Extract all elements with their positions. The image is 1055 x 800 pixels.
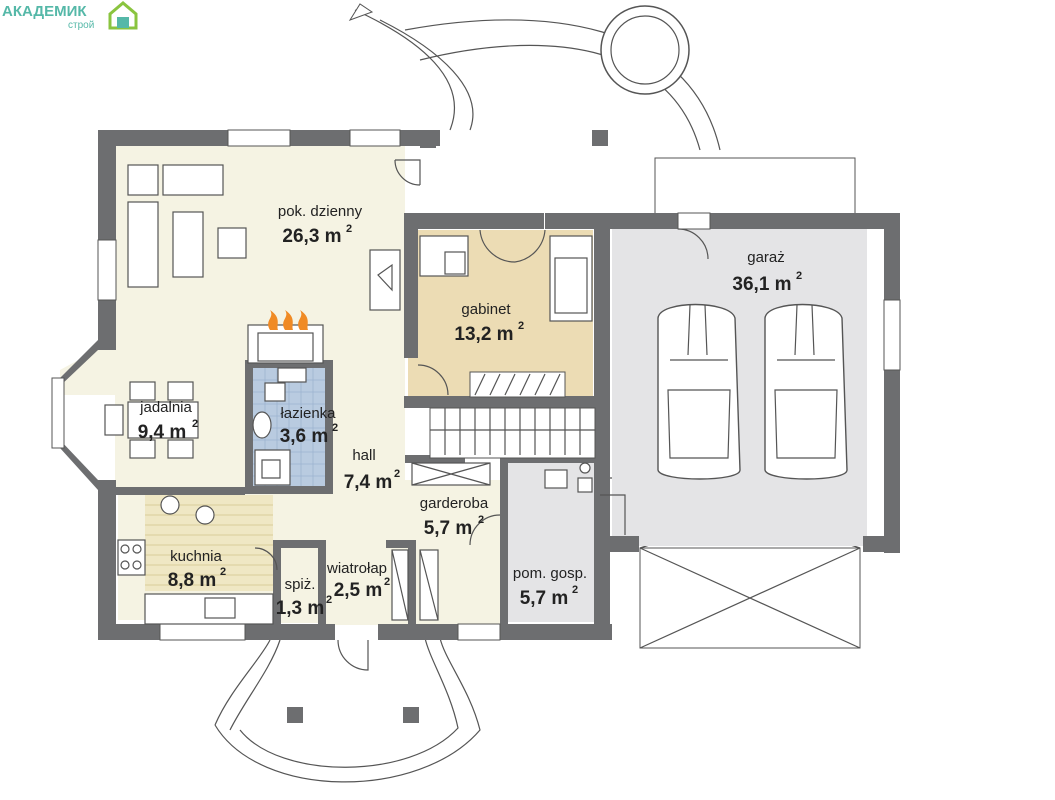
stairs [429, 371, 596, 459]
living-furniture [127, 164, 401, 364]
room-area: 7,4 m [344, 472, 393, 493]
room-label-wiatrolap: wiatrołap 2,5 m 2 [326, 560, 390, 601]
room-label-garaz: garaż 36,1 m 2 [732, 249, 802, 295]
room-name: wiatrołap [326, 560, 387, 577]
room-name: jadalnia [139, 399, 192, 416]
logo: АКАДЕМИК строй [2, 1, 138, 31]
top-terrace [348, 3, 856, 217]
car-icon-left [657, 303, 741, 480]
room-name: gabinet [461, 301, 511, 318]
room-area-sup: 2 [518, 320, 524, 332]
study-furniture [419, 235, 593, 322]
room-area-sup: 2 [796, 270, 802, 282]
room-name: łazienka [280, 405, 336, 422]
room-area-sup: 2 [478, 514, 484, 526]
room-name: hall [352, 447, 375, 464]
room-area-sup: 2 [572, 584, 578, 596]
room-label-pok-dzienny: pok. dzienny 26,3 m 2 [278, 203, 363, 247]
room-area: 2,5 m [334, 580, 383, 601]
room-area: 26,3 m [282, 226, 341, 247]
windows [97, 129, 901, 641]
bottom-terrace [214, 637, 481, 783]
room-area: 5,7 m [520, 588, 569, 609]
bathroom-fixtures [252, 367, 307, 486]
room-name: pom. gosp. [513, 565, 587, 582]
room-label-spiz: spiż. 1,3 m 2 [276, 576, 332, 619]
room-area: 13,2 m [454, 324, 513, 345]
room-label-pom-gosp: pom. gosp. 5,7 m 2 [513, 565, 587, 609]
kitchen-furniture [117, 495, 274, 625]
room-label-gabinet: gabinet 13,2 m 2 [454, 301, 524, 345]
room-name: kuchnia [170, 548, 222, 565]
room-name: garaż [747, 249, 785, 266]
room-area: 36,1 m [732, 274, 791, 295]
room-label-hall: hall 7,4 m 2 [344, 447, 400, 493]
room-label-jadalnia: jadalnia 9,4 m 2 [138, 399, 198, 443]
room-area-sup: 2 [394, 468, 400, 480]
doors [254, 159, 709, 671]
room-area-sup: 2 [326, 594, 332, 606]
room-area: 3,6 m [280, 426, 329, 447]
utility-fixtures [544, 462, 593, 493]
room-area: 8,8 m [168, 570, 217, 591]
room-name: pok. dzienny [278, 203, 363, 220]
room-area: 1,3 m [276, 598, 325, 619]
room-area-sup: 2 [384, 576, 390, 588]
fireplace-flame-icon [268, 310, 308, 330]
room-label-lazienka: łazienka 3,6 m 2 [280, 405, 338, 447]
room-area-sup: 2 [192, 418, 198, 430]
dining-furniture [104, 381, 199, 459]
logo-sub: строй [68, 20, 94, 31]
car-icon-right [764, 303, 848, 480]
room-area: 9,4 m [138, 422, 187, 443]
logo-word: АКАДЕМИК [2, 3, 87, 20]
room-label-kuchnia: kuchnia 8,8 m 2 [168, 548, 226, 591]
house-logo-icon [108, 1, 138, 30]
wardrobes [391, 462, 491, 621]
walls [51, 130, 900, 640]
room-area-sup: 2 [220, 566, 226, 578]
room-area-sup: 2 [332, 422, 338, 434]
room-name: spiż. [285, 576, 316, 593]
room-area: 5,7 m [424, 518, 473, 539]
room-area-sup: 2 [346, 223, 352, 235]
room-name: garderoba [420, 495, 489, 512]
room-label-garderoba: garderoba 5,7 m 2 [420, 495, 489, 539]
